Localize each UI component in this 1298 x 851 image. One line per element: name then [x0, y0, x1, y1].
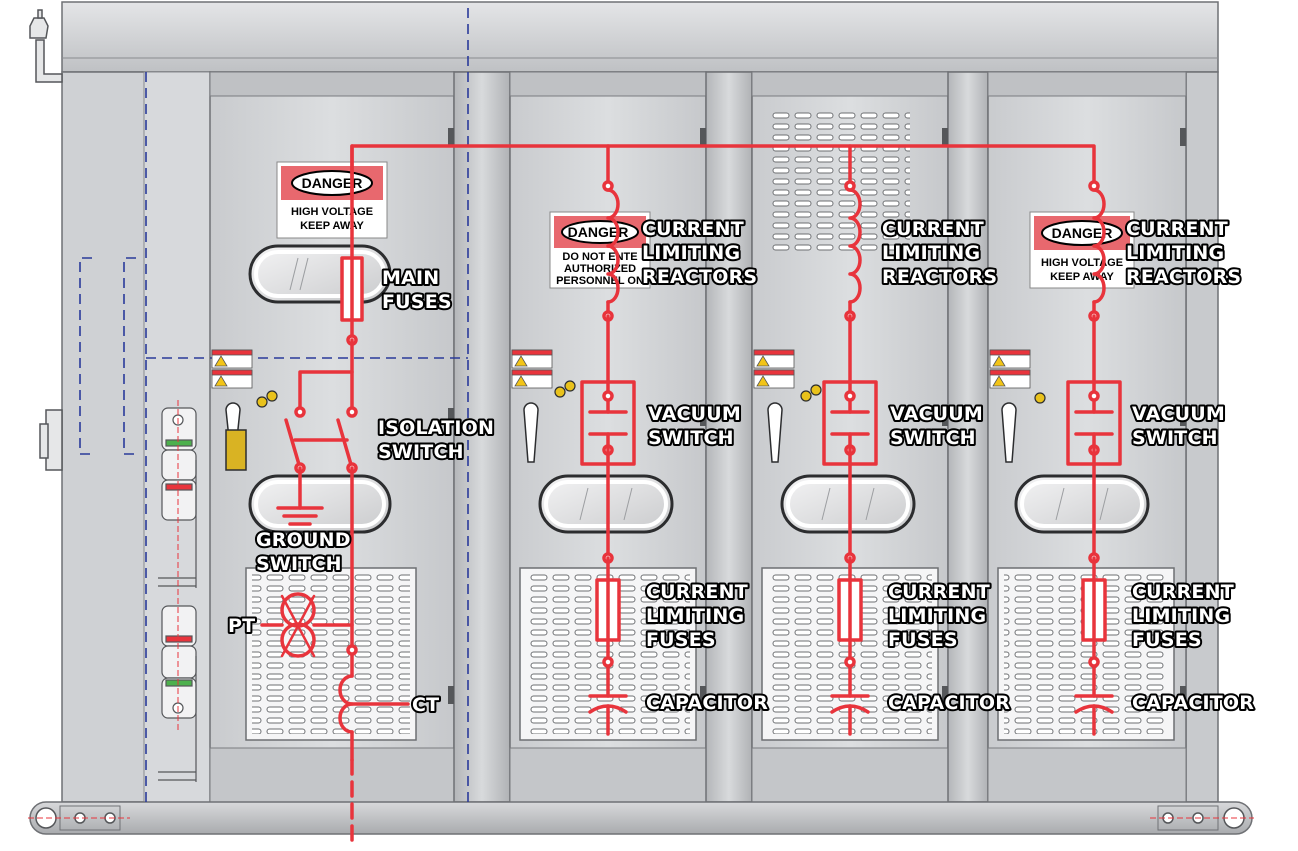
bay-labels: CURRENT LIMITING REACTORS VACUUM SWITCH … — [880, 216, 1012, 716]
label-capacitor: CAPACITOR — [1132, 692, 1254, 714]
component-labels: MAIN FUSES ISOLATION SWITCH GROUND SWITC… — [226, 216, 1256, 718]
svg-text:HIGH VOLTAGE: HIGH VOLTAGE — [291, 206, 373, 218]
bay-circuit — [1066, 180, 1122, 736]
label-vacuum-switch: VACUUM — [648, 403, 741, 425]
label-vacuum-switch: VACUUM — [1132, 403, 1225, 425]
label-current-limiting-fuses: CURRENT — [888, 581, 990, 603]
label-pt: PT — [228, 615, 255, 637]
lock-indicators — [256, 380, 1046, 408]
section-boundary-lines — [79, 8, 469, 802]
label-current-limiting-reactors: LIMITING — [1126, 242, 1224, 264]
label-current-limiting-fuses: LIMITING — [1132, 605, 1230, 627]
roof — [61, 1, 1219, 73]
label-current-limiting-reactors: CURRENT — [1126, 218, 1228, 240]
bay-circuit — [580, 180, 636, 736]
label-current-limiting-reactors: REACTORS — [1126, 266, 1241, 288]
danger-sign-bay4: DANGER HIGH VOLTAGE KEEP AWAY — [1029, 211, 1135, 289]
label-ground-switch: GROUND — [256, 529, 351, 551]
label-current-limiting-fuses: LIMITING — [646, 605, 744, 627]
base-skid — [29, 801, 1253, 835]
label-current-limiting-fuses: CURRENT — [1132, 581, 1234, 603]
sign-header: DANGER — [568, 224, 629, 240]
svg-text:KEEP AWAY: KEEP AWAY — [300, 220, 364, 232]
label-current-limiting-reactors: LIMITING — [642, 242, 740, 264]
circuit-diagram — [260, 144, 1122, 850]
label-main-fuses: MAIN — [382, 267, 439, 289]
label-capacitor: CAPACITOR — [646, 692, 768, 714]
svg-text:KEEP AWAY: KEEP AWAY — [1050, 271, 1114, 283]
label-current-limiting-fuses: FUSES — [888, 629, 958, 651]
label-current-limiting-fuses: CURRENT — [646, 581, 748, 603]
door-handles — [225, 402, 1017, 471]
label-vacuum-switch: VACUUM — [890, 403, 983, 425]
warning-labels — [211, 349, 1031, 389]
svg-text:HIGH VOLTAGE: HIGH VOLTAGE — [1041, 257, 1123, 269]
label-current-limiting-fuses: FUSES — [1132, 629, 1202, 651]
left-wall-instruments — [158, 407, 197, 782]
label-vacuum-switch: SWITCH — [890, 427, 976, 449]
label-main-fuses: FUSES — [382, 291, 452, 313]
svg-text:AUTHORIZED: AUTHORIZED — [564, 263, 636, 275]
label-ground-switch: SWITCH — [256, 553, 342, 575]
label-current-limiting-fuses: LIMITING — [888, 605, 986, 627]
svg-text:PERSONNEL ON: PERSONNEL ON — [556, 275, 644, 287]
label-current-limiting-reactors: REACTORS — [642, 266, 757, 288]
label-isolation-switch: SWITCH — [378, 441, 464, 463]
viewing-windows — [248, 244, 1150, 534]
label-current-limiting-fuses: FUSES — [646, 629, 716, 651]
label-vacuum-switch: SWITCH — [648, 427, 734, 449]
danger-sign-main: DANGER HIGH VOLTAGE KEEP AWAY — [276, 161, 388, 239]
bay-labels: CURRENT LIMITING REACTORS VACUUM SWITCH … — [1124, 216, 1256, 716]
lifting-lug — [29, 9, 63, 83]
label-current-limiting-reactors: CURRENT — [882, 218, 984, 240]
sign-header: DANGER — [1052, 225, 1113, 241]
bay-circuit — [822, 180, 878, 736]
label-vacuum-switch: SWITCH — [1132, 427, 1218, 449]
sign-header: DANGER — [302, 175, 363, 191]
label-ct: CT — [412, 694, 439, 716]
enclosure — [28, 1, 1254, 835]
label-current-limiting-reactors: CURRENT — [642, 218, 744, 240]
label-current-limiting-reactors: REACTORS — [882, 266, 997, 288]
svg-text:DO NOT ENTE: DO NOT ENTE — [562, 251, 637, 263]
bay-labels: CURRENT LIMITING REACTORS VACUUM SWITCH … — [640, 216, 770, 716]
louver-vents — [245, 112, 1175, 741]
danger-sign-bay2: DANGER DO NOT ENTE AUTHORIZED PERSONNEL … — [549, 211, 651, 289]
label-capacitor: CAPACITOR — [888, 692, 1010, 714]
label-isolation-switch: ISOLATION — [378, 417, 494, 439]
side-handle — [39, 409, 63, 471]
label-current-limiting-reactors: LIMITING — [882, 242, 980, 264]
